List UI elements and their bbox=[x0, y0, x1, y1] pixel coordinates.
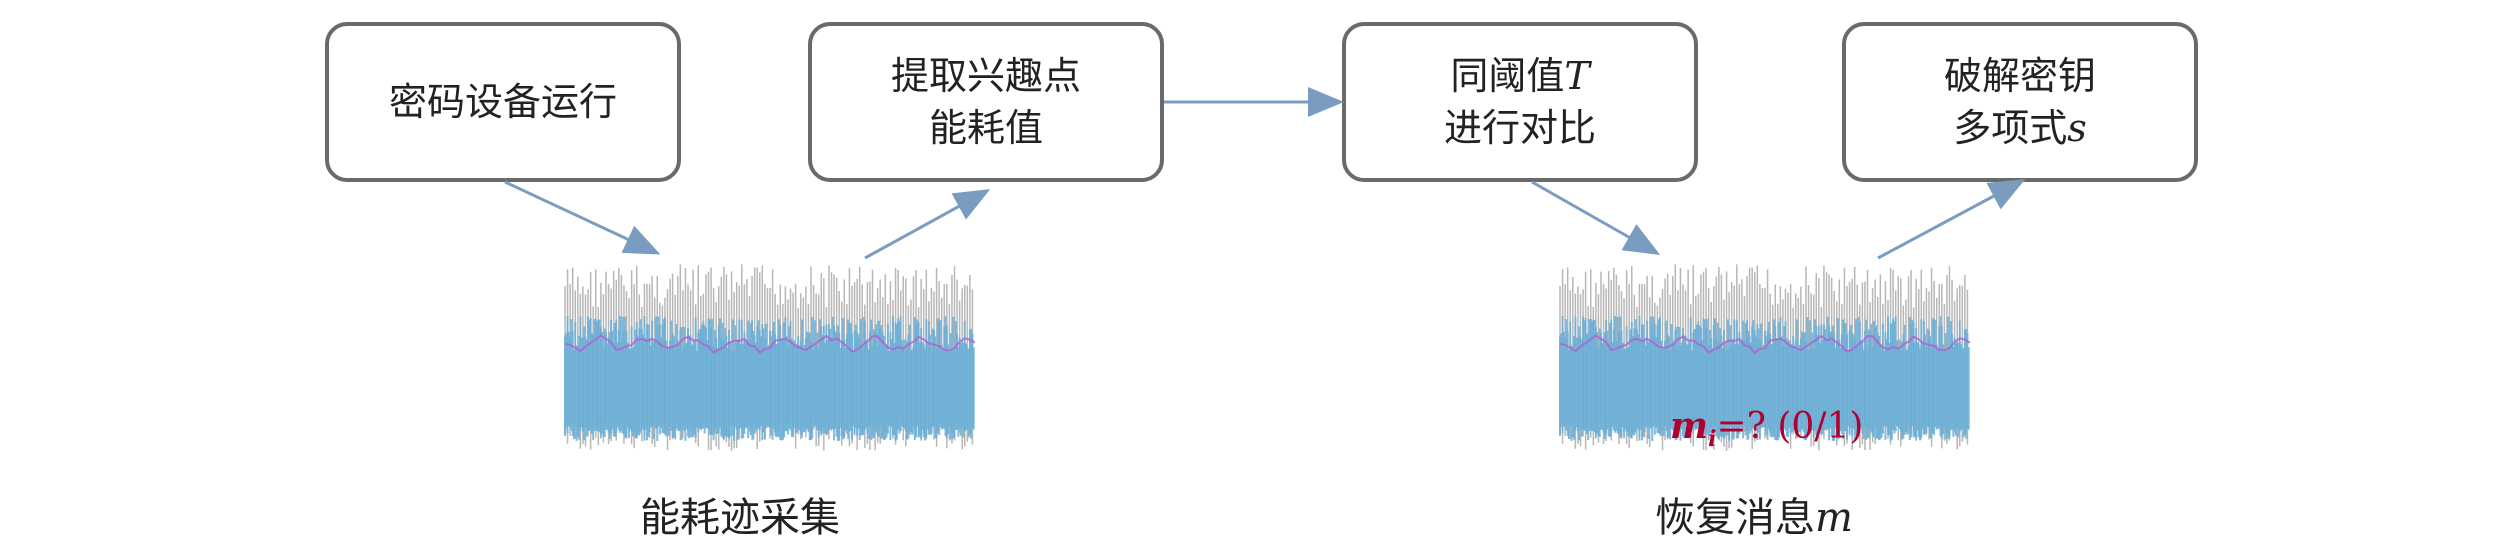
box-crack-key-line1: 破解密钥 bbox=[1943, 54, 2096, 98]
box-threshold-compare-line2: 进行对比 bbox=[1443, 106, 1596, 150]
message-symbol: m bbox=[1815, 495, 1853, 541]
box-crack-key-line2: 多项式s bbox=[1953, 102, 2087, 154]
message-bit-label: mi=? (0/1) bbox=[1670, 405, 1863, 452]
arrow-device-to-trace bbox=[504, 180, 661, 255]
box-threshold-compare-text: 同阈值 bbox=[1450, 54, 1565, 98]
trace-mean-line bbox=[1559, 334, 1971, 355]
box-extract-poi-line1: 提取兴趣点 bbox=[890, 54, 1081, 98]
message-bit-value: =? (0/1) bbox=[1716, 406, 1864, 447]
box-extract-poi-line2: 能耗值 bbox=[928, 106, 1043, 150]
power-trace-collected bbox=[564, 264, 976, 451]
arrow-message-to-key bbox=[1877, 179, 2026, 260]
box-threshold-compare: 同阈值T 进行对比 bbox=[1342, 22, 1698, 182]
box-extract-poi: 提取兴趣点 能耗值 bbox=[808, 22, 1164, 182]
box-crack-key: 破解密钥 多项式s bbox=[1842, 22, 2198, 182]
message-bit-var: m bbox=[1670, 405, 1709, 447]
caption-recover-message: 恢复消息m bbox=[1655, 485, 1853, 543]
caption-trace-collection: 能耗迹采集 bbox=[640, 495, 840, 541]
arrow-threshold-to-message bbox=[1531, 180, 1661, 255]
box-device-running-label: 密码设备运行 bbox=[388, 80, 617, 124]
box-device-running: 密码设备运行 bbox=[325, 22, 681, 182]
threshold-symbol: T bbox=[1564, 54, 1590, 98]
trace-mean-line bbox=[564, 334, 976, 355]
message-bit-index: i bbox=[1708, 426, 1717, 453]
caption-recover-text: 恢复消息 bbox=[1655, 495, 1815, 541]
arrow-trace-to-poi bbox=[864, 189, 991, 260]
polynomial-symbol: s bbox=[2067, 106, 2087, 150]
power-trace-recovered bbox=[1559, 264, 1971, 451]
box-crack-key-text: 多项式 bbox=[1953, 106, 2068, 150]
box-threshold-compare-line1: 同阈值T bbox=[1450, 50, 1589, 102]
